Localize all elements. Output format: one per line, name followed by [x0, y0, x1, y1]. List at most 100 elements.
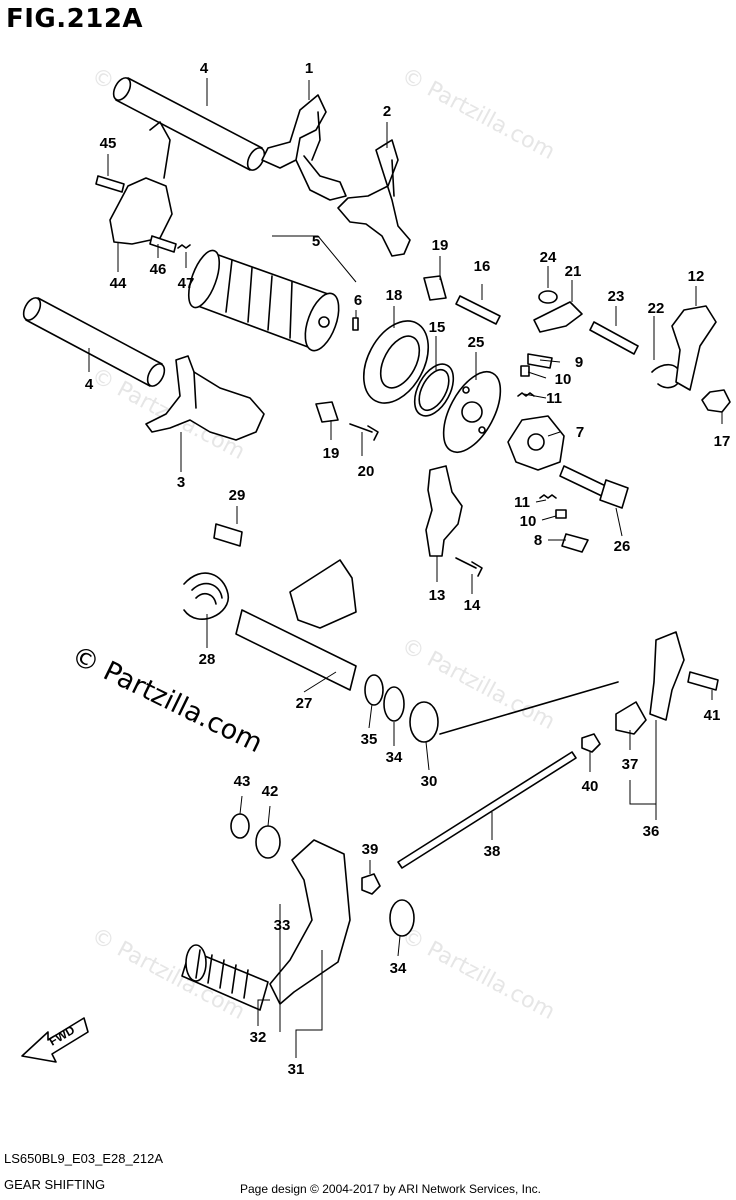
- pawl-lower: [561, 533, 589, 553]
- diagram-subtitle: GEAR SHIFTING: [4, 1177, 106, 1192]
- callout-26: 26: [614, 538, 631, 555]
- rod-nut-lower: [361, 873, 381, 895]
- callout-36: 36: [643, 823, 660, 840]
- callout-10-upper: 10: [555, 371, 572, 388]
- callout-31: 31: [288, 1061, 305, 1078]
- callout-7: 7: [576, 424, 584, 441]
- bracket-spring: [177, 244, 191, 249]
- stopper-arm-bolt: [589, 321, 639, 355]
- callout-25: 25: [468, 334, 485, 351]
- callout-27: 27: [296, 695, 313, 712]
- bearing: [362, 320, 430, 404]
- lifter-screw: [455, 557, 483, 577]
- watermark-ghost-6: © Partzilla.com: [397, 923, 559, 1025]
- leader-lines: [88, 78, 723, 1058]
- callout-11-lower: 11: [514, 494, 530, 511]
- callout-11-upper: 11: [546, 390, 562, 407]
- stopper-bolt: [455, 295, 501, 325]
- cam-driven-gear: [507, 415, 565, 471]
- pawl-lifter: [425, 465, 463, 557]
- fork-shaft-lower: [22, 297, 166, 387]
- callout-45: 45: [100, 135, 117, 152]
- callout-3: 3: [177, 474, 185, 491]
- shift-fork-3: [145, 355, 265, 441]
- pawl-pin-lower: [555, 509, 567, 519]
- spring-stopper-bolt: [213, 523, 243, 547]
- callout-6: 6: [354, 292, 362, 309]
- copyright-footer: Page design © 2004-2017 by ARI Network S…: [240, 1182, 542, 1196]
- gearshift-cam-drum: [187, 249, 340, 352]
- callout-44: 44: [110, 275, 127, 292]
- callout-43: 43: [234, 773, 251, 790]
- callout-labels: 1 2 3 4 4 5 6 7 8 9 10 10 11 11 12 13 14…: [85, 60, 731, 1078]
- gearshift-rod: [397, 751, 577, 869]
- circlip: [413, 363, 455, 417]
- figure-title: FIG.212A: [6, 4, 144, 34]
- callout-10-lower: 10: [520, 513, 537, 530]
- fork-shaft-upper: [112, 77, 266, 171]
- callout-2: 2: [383, 103, 391, 120]
- callout-13: 13: [429, 587, 446, 604]
- callout-28: 28: [199, 651, 216, 668]
- stopper-plate-12: [671, 305, 717, 391]
- rod-end-joint: [615, 701, 647, 735]
- callout-4-upper: 4: [200, 60, 209, 77]
- callout-32: 32: [250, 1029, 267, 1046]
- callout-22: 22: [648, 300, 665, 317]
- plate-screw: [349, 423, 379, 441]
- callout-8: 8: [534, 532, 542, 549]
- diagram-code: LS650BL9_E03_E28_212A: [4, 1151, 164, 1166]
- stopper-arm: [533, 301, 583, 333]
- pawl-pin-upper: [520, 365, 530, 377]
- stopper-plate: [442, 371, 502, 453]
- fwd-arrow: [21, 1017, 89, 1063]
- gearshift-lever: [181, 839, 351, 1011]
- bracket-bolt: [95, 175, 125, 193]
- callout-38: 38: [484, 843, 501, 860]
- callout-42: 42: [262, 783, 279, 800]
- callout-16: 16: [474, 258, 491, 275]
- gearshift-shaft: [235, 559, 357, 691]
- callout-5: 5: [312, 233, 320, 250]
- washer-34-lower: [389, 899, 415, 937]
- callout-24: 24: [540, 249, 557, 266]
- callout-20: 20: [358, 463, 375, 480]
- callout-33: 33: [274, 917, 291, 934]
- plate-lower: [315, 401, 339, 423]
- callout-29: 29: [229, 487, 246, 504]
- callout-21: 21: [565, 263, 582, 280]
- circlip-35: [364, 674, 384, 706]
- callout-47: 47: [178, 275, 195, 292]
- oil-seal: [409, 701, 439, 743]
- bracket-pin: [149, 235, 177, 253]
- pin: [352, 317, 359, 331]
- gearshift-arm: [649, 631, 685, 721]
- callout-17: 17: [714, 433, 731, 450]
- watermark-ghost-2: © Partzilla.com: [397, 63, 559, 165]
- callout-14: 14: [464, 597, 481, 614]
- callout-12: 12: [688, 268, 705, 285]
- callout-46: 46: [150, 261, 167, 278]
- callout-39: 39: [362, 841, 379, 858]
- shift-fork-1: [261, 94, 347, 201]
- callout-18: 18: [386, 287, 403, 304]
- plate-upper: [423, 275, 447, 301]
- shift-shaft-spring: [183, 572, 229, 620]
- callout-9: 9: [575, 354, 583, 371]
- callout-19-upper: 19: [432, 237, 449, 254]
- leader-30-36: [439, 681, 619, 735]
- washer-34-upper: [383, 686, 405, 722]
- callout-41: 41: [704, 707, 721, 724]
- callout-1: 1: [305, 60, 313, 77]
- callout-34-lower: 34: [390, 960, 407, 977]
- callout-15: 15: [429, 319, 446, 336]
- callout-40: 40: [582, 778, 599, 795]
- pawl-spring-upper: [517, 392, 535, 397]
- callout-34-upper: 34: [386, 749, 403, 766]
- circlip-43: [230, 813, 250, 839]
- shift-fork-2: [337, 139, 411, 257]
- bracket-wire: [149, 121, 171, 179]
- rod-nut-upper: [581, 733, 601, 753]
- callout-4-lower: 4: [85, 376, 94, 393]
- pawl-upper: [527, 353, 553, 369]
